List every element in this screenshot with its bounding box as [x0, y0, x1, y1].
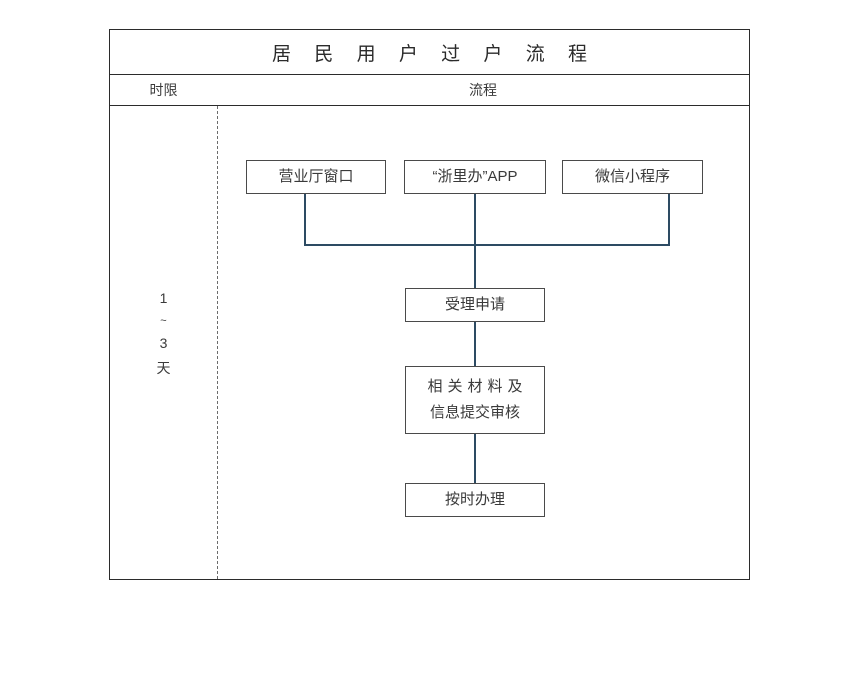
table-body: 1 ~ 3 天 营业厅窗口 “浙里办”APP 微信小程序: [110, 106, 749, 579]
duration-unit: 天: [156, 360, 171, 376]
flow-chart-table: 居 民 用 户 过 户 流 程 时限 流程 1 ~ 3 天 营业厅窗口: [109, 29, 750, 580]
column-header-flow: 流程: [469, 82, 497, 98]
table-title-row: 居 民 用 户 过 户 流 程: [110, 30, 749, 75]
column-header-duration: 时限: [149, 82, 178, 98]
node-label: “浙里办”APP: [432, 168, 518, 185]
connector-hall-down: [304, 194, 306, 245]
duration-separator: ~: [160, 315, 167, 327]
connector-join-bar: [304, 244, 670, 246]
table-header-row: 时限 流程: [110, 75, 749, 106]
node-zhelivan-app[interactable]: “浙里办”APP: [404, 160, 546, 194]
duration-cell: 1 ~ 3 天: [110, 106, 217, 579]
connector-accept-to-materials: [474, 322, 476, 367]
duration-value-to: 3: [159, 335, 168, 351]
duration-value-from: 1: [159, 290, 168, 306]
connector-materials-to-process: [474, 434, 476, 484]
node-label: 微信小程序: [594, 168, 670, 185]
node-label: 受理申请: [444, 296, 505, 313]
page-title: 居 民 用 户 过 户 流 程: [272, 43, 596, 65]
node-label-line1: 相关材料及: [427, 378, 528, 395]
connector-app-down: [474, 194, 476, 245]
flow-diagram: 营业厅窗口 “浙里办”APP 微信小程序 受理申请 相关材料及 信息提交审核 按…: [217, 106, 749, 579]
node-accept-application[interactable]: 受理申请: [405, 288, 545, 322]
node-label-line2: 信息提交审核: [429, 404, 520, 421]
node-process-on-time[interactable]: 按时办理: [405, 483, 545, 517]
node-label: 营业厅窗口: [278, 168, 354, 185]
connector-miniprogram-down: [668, 194, 670, 245]
connector-to-accept: [474, 244, 476, 289]
node-submit-materials-review[interactable]: 相关材料及 信息提交审核: [405, 366, 545, 434]
node-service-hall-window[interactable]: 营业厅窗口: [246, 160, 386, 194]
node-label: 按时办理: [444, 491, 505, 508]
node-wechat-mini-program[interactable]: 微信小程序: [562, 160, 703, 194]
column-divider: [217, 106, 218, 579]
